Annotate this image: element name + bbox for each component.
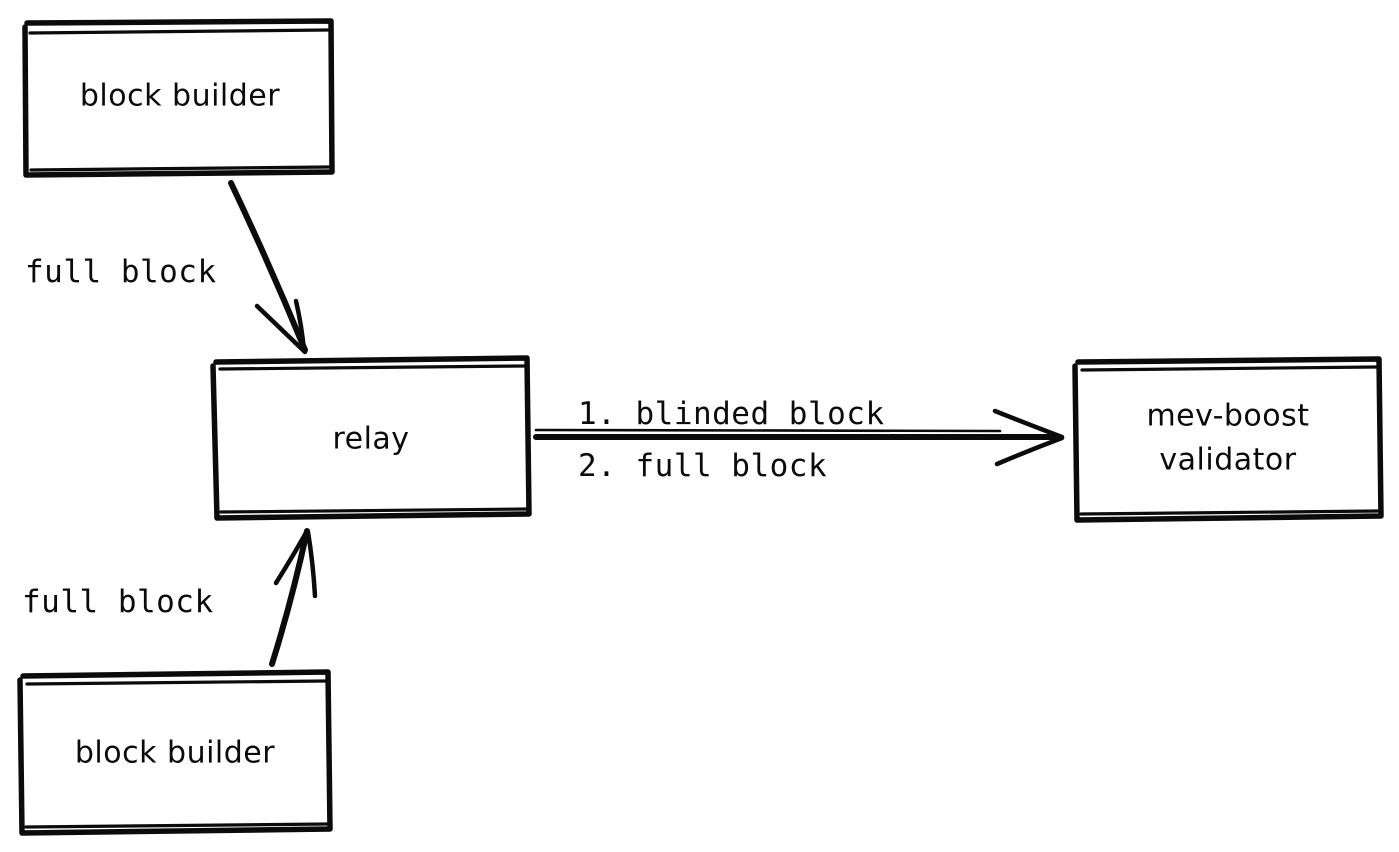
edge-label-full-block-bottom: full block [22,584,214,620]
node-block-builder-bottom-label: block builder [75,736,275,771]
edge-relay-to-validator-arrowhead-lower [994,435,1065,467]
node-mev-boost-validator-outline [1072,356,1384,523]
edge-relay-to-validator[interactable]: 1. blinded block 2. full block [533,396,1065,484]
edge-relay-to-validator-arrowhead-upper [992,408,1065,440]
edge-label-full-block-top: full block [25,254,217,290]
edge-top-builder-to-relay-line [228,180,308,353]
node-block-builder-top-label: block builder [80,79,280,114]
edge-bottom-builder-to-relay-line [269,528,310,667]
edge-bottom-builder-to-relay-arrowhead-right [305,529,318,599]
node-relay-label: relay [332,422,409,457]
edge-relay-to-validator-label-1: 1. blinded block [578,396,885,432]
node-relay-outline-overstroke [218,364,528,514]
edge-bottom-builder-to-relay-arrowhead-left [273,528,310,586]
edge-top-builder-to-relay-arrowhead-left [254,303,308,355]
node-block-builder-bottom[interactable]: block builder [17,669,333,836]
edge-relay-to-validator-label-2: 2. full block [578,448,827,484]
node-mev-boost-validator[interactable]: mev-boost validator [1072,356,1384,523]
node-mev-boost-validator-label-line2: validator [1159,443,1296,478]
node-block-builder-top-outline [22,18,335,178]
node-mev-boost-validator-label-line1: mev-boost [1146,399,1309,434]
node-relay[interactable]: relay [210,355,532,521]
node-block-builder-bottom-outline-overstroke [24,679,329,829]
edge-top-builder-to-relay-arrowhead-right [293,298,307,354]
node-block-builder-top[interactable]: block builder [22,18,335,178]
edge-relay-to-validator-line-overstroke [534,428,1002,433]
node-block-builder-top-outline-overstroke [28,28,331,172]
node-mev-boost-validator-outline-overstroke [1079,365,1380,516]
node-relay-outline [210,355,532,521]
node-block-builder-bottom-outline [17,669,333,836]
edge-bottom-builder-to-relay[interactable] [269,528,318,667]
edge-top-builder-to-relay[interactable] [228,180,308,355]
